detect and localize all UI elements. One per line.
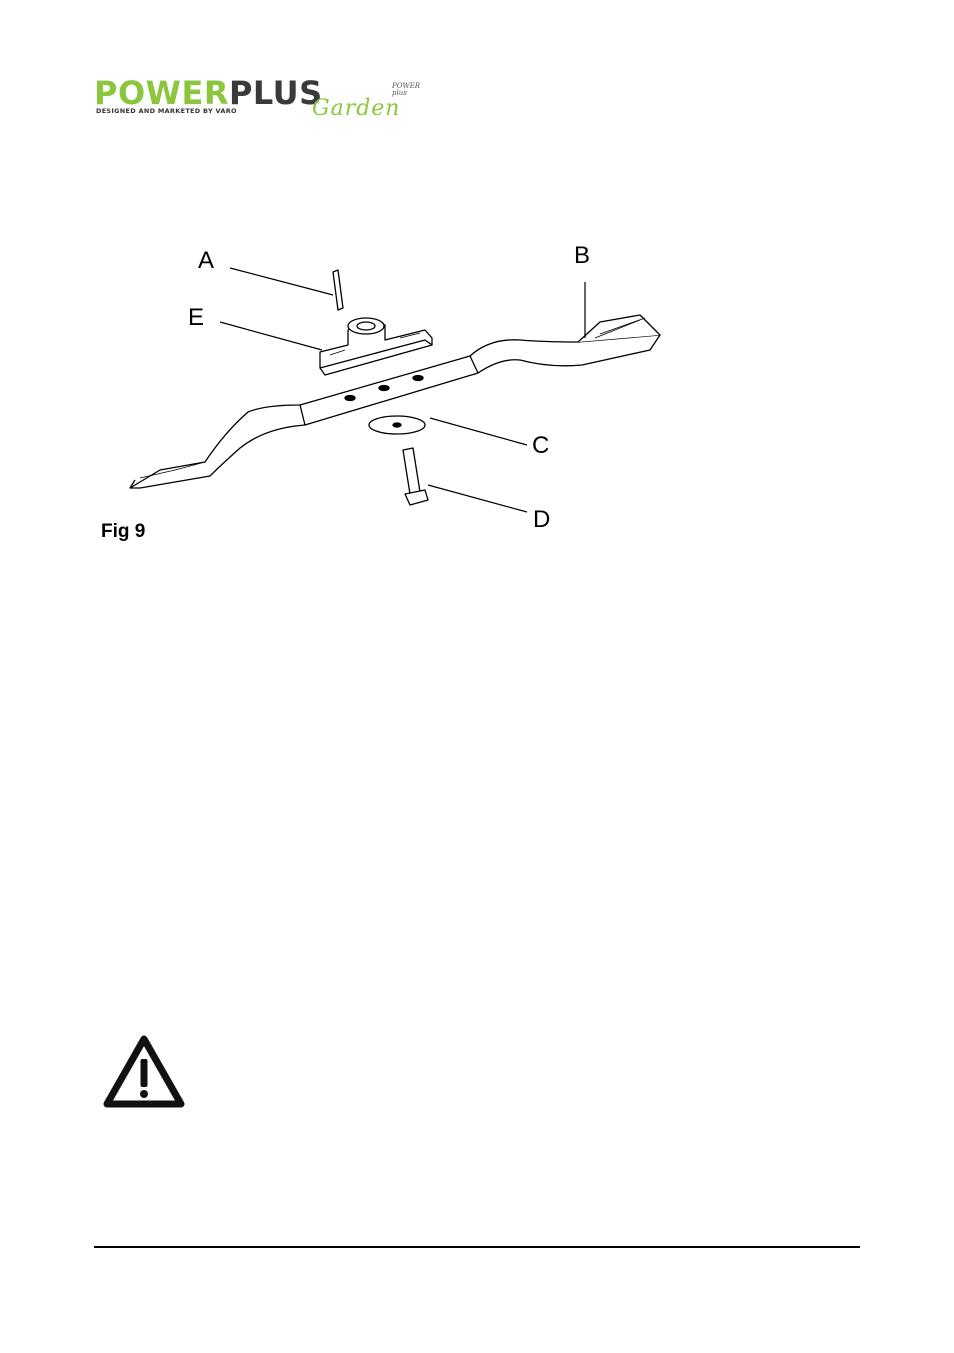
blade bbox=[129, 334, 661, 489]
brand-name: POWERPLUS bbox=[94, 76, 323, 110]
brand-mini-top: POWER bbox=[392, 82, 421, 90]
footer-rule bbox=[94, 1246, 860, 1248]
label-b: B bbox=[574, 242, 590, 269]
bolt bbox=[402, 447, 421, 495]
brand-tagline: DESIGNED AND MARKETED BY VARO bbox=[96, 107, 237, 115]
warning-triangle-icon bbox=[103, 1035, 185, 1108]
pin bbox=[332, 269, 344, 311]
brand-name-part1: POWER bbox=[94, 74, 229, 112]
label-c: C bbox=[532, 432, 549, 459]
brand-mini-bottom: plus bbox=[392, 89, 407, 97]
blade-assembly-diagram: A E B C D bbox=[129, 242, 661, 533]
label-e: E bbox=[188, 304, 204, 331]
brand-name-part2: PLUS bbox=[228, 74, 323, 112]
label-a: A bbox=[198, 247, 214, 274]
brand-sub: Garden bbox=[312, 96, 401, 121]
figure-caption: Fig 9 bbox=[101, 521, 146, 542]
label-d: D bbox=[533, 506, 550, 533]
